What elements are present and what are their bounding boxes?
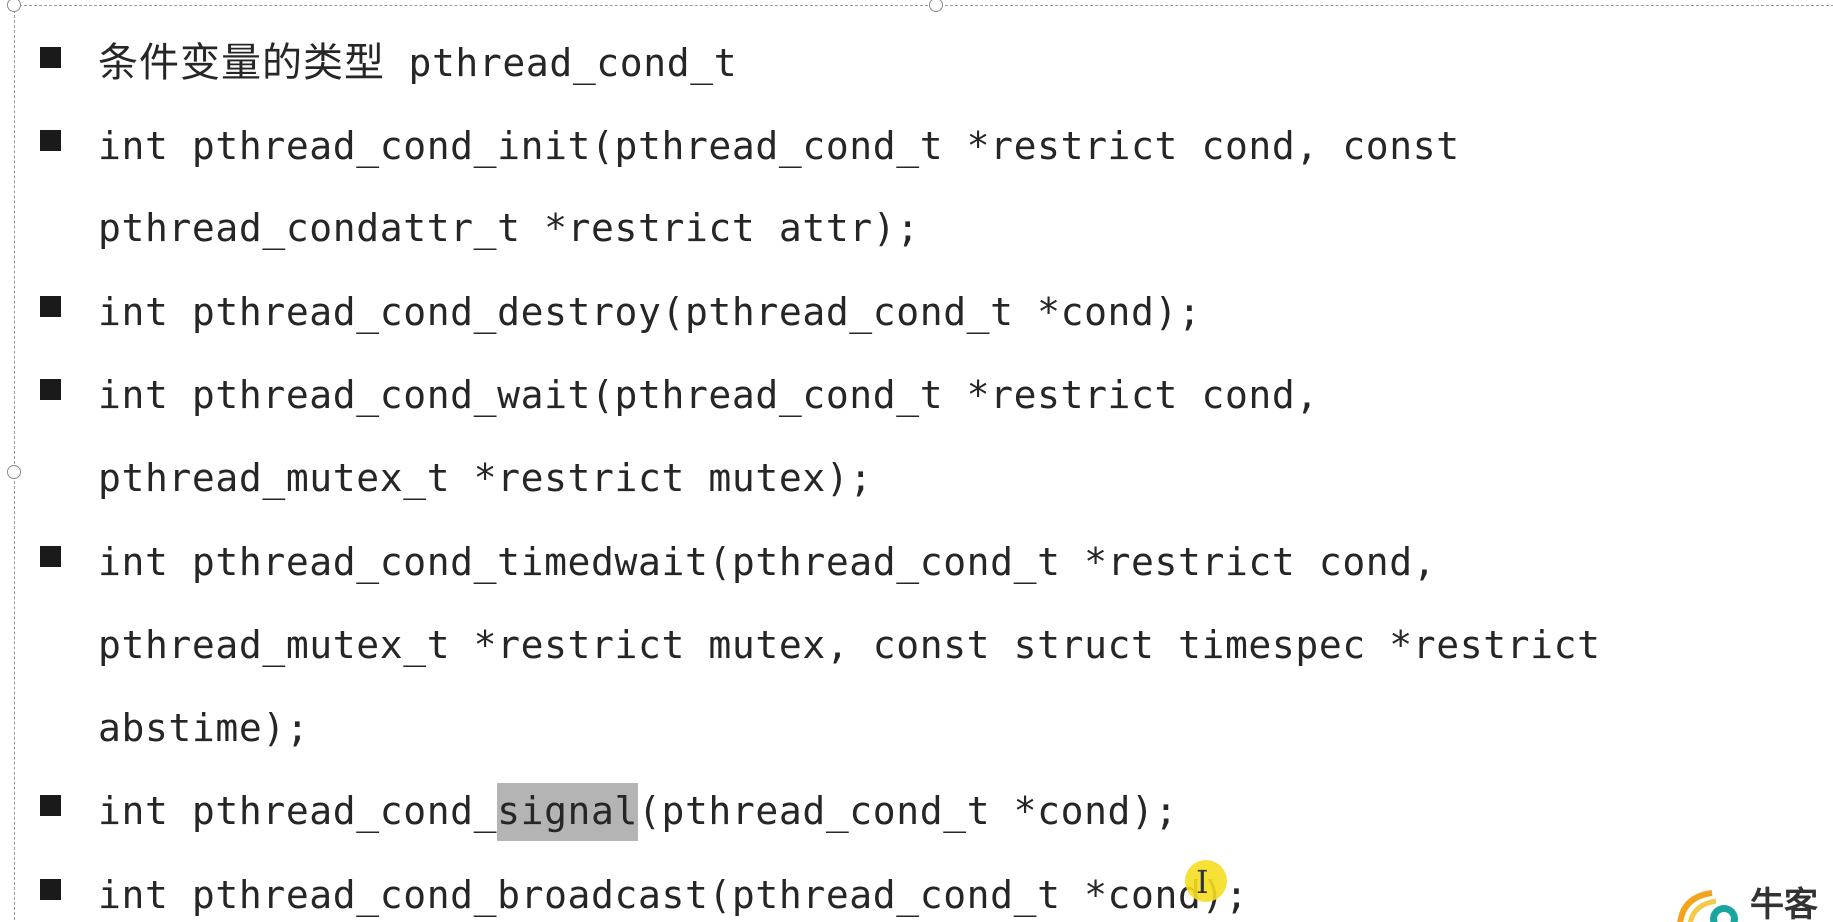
nowcoder-logo-icon <box>1677 890 1738 922</box>
bullet-icon <box>40 795 61 816</box>
text-line: int pthread_cond_destroy(pthread_cond_t … <box>98 290 1202 334</box>
bullet-icon <box>40 47 61 68</box>
bullet-icon <box>40 879 61 900</box>
cursor-highlight-icon <box>1185 860 1227 902</box>
ibeam-cursor-icon: I <box>1196 863 1209 901</box>
text-line: 条件变量的类型 pthread_cond_t <box>98 38 737 88</box>
selected-text-highlight[interactable]: signal <box>497 783 638 841</box>
text-line: abstime); <box>98 706 310 750</box>
text-line: int pthread_cond_wait(pthread_cond_t *re… <box>98 373 1319 417</box>
text-line: pthread_mutex_t *restrict mutex); <box>98 456 873 500</box>
cjk-text: 条件变量的类型 <box>98 40 385 86</box>
textbox-frame-top <box>14 5 1833 6</box>
bullet-icon <box>40 546 61 567</box>
text-line: pthread_mutex_t *restrict mutex, const s… <box>98 623 1601 667</box>
text-line: int pthread_cond_signal(pthread_cond_t *… <box>98 783 1178 841</box>
code-text: (pthread_cond_t *cond); <box>638 789 1178 833</box>
resize-handle-middle-left[interactable] <box>7 465 21 479</box>
text-line: int pthread_cond_broadcast(pthread_cond_… <box>98 873 1249 917</box>
resize-handle-top-left[interactable] <box>7 0 21 12</box>
textbox-frame-left <box>14 5 15 922</box>
watermark-logo: 牛客 <box>1672 885 1833 922</box>
bullet-icon <box>40 296 61 317</box>
bullet-icon <box>40 130 61 151</box>
resize-handle-top-middle[interactable] <box>929 0 943 12</box>
text-line: int pthread_cond_timedwait(pthread_cond_… <box>98 540 1437 584</box>
watermark-text: 牛客 <box>1750 885 1818 922</box>
text-line: int pthread_cond_init(pthread_cond_t *re… <box>98 124 1460 168</box>
bullet-icon <box>40 379 61 400</box>
text-line: pthread_condattr_t *restrict attr); <box>98 206 920 250</box>
code-text: pthread_cond_t <box>385 41 738 85</box>
code-text: int pthread_cond_ <box>98 789 498 833</box>
